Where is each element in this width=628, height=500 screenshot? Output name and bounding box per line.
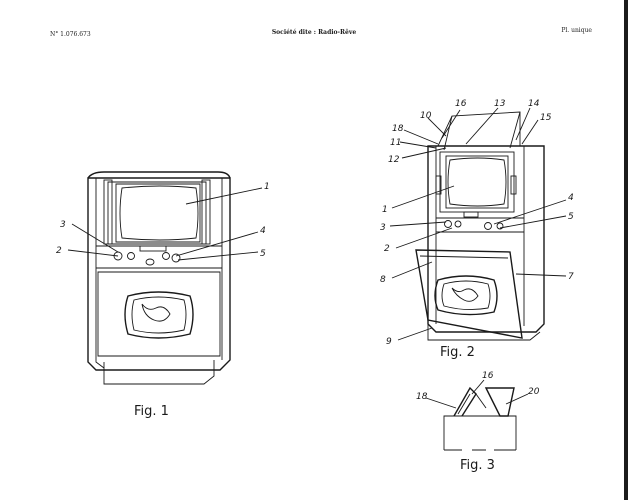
fig2-callout-5: 5 (568, 212, 574, 222)
fig1-callout-2: 2 (56, 246, 62, 256)
fig2-callout-8: 8 (380, 275, 386, 285)
fig2-drawing: 16 13 14 10 15 18 11 12 1 3 4 5 2 8 7 9 … (380, 99, 574, 360)
fig2-callout-2: 2 (384, 244, 390, 254)
fig2-callout-4: 4 (568, 193, 574, 203)
fig2-callout-14: 14 (528, 99, 540, 109)
fig2-callout-13: 13 (494, 99, 506, 109)
fig2-callout-7: 7 (568, 272, 574, 282)
fig3-callout-18: 18 (416, 392, 428, 402)
scan-edge (624, 0, 628, 500)
fig2-callout-18: 18 (392, 124, 404, 134)
fig2-callout-9: 9 (386, 337, 392, 347)
fig1-callout-1: 1 (264, 182, 270, 192)
fig2-callout-10: 10 (420, 111, 432, 121)
fig2-callout-16: 16 (455, 99, 467, 109)
fig3-callout-16: 16 (482, 371, 494, 381)
fig2-callout-3: 3 (380, 223, 386, 233)
fig2-callout-11: 11 (390, 138, 401, 148)
fig3-drawing: 16 20 18 Fig. 3 (416, 371, 540, 473)
plate-label: Pl. unique (561, 27, 592, 34)
fig1-callout-4: 4 (260, 226, 266, 236)
fig2-callout-15: 15 (540, 113, 552, 123)
fig1-callout-3: 3 (60, 220, 66, 230)
fig2-caption: Fig. 2 (440, 345, 475, 360)
fig2-callout-1: 1 (382, 205, 388, 215)
fig3-callout-20: 20 (528, 387, 540, 397)
fig3-caption: Fig. 3 (460, 458, 495, 473)
patent-number: N° 1.076.673 (50, 31, 91, 38)
fig1-callout-5: 5 (260, 249, 266, 259)
fig1-drawing: 1 3 2 4 5 Fig. 1 (56, 171, 270, 419)
company-name: Société dite : Radio-Rêve (271, 29, 357, 36)
fig1-caption: Fig. 1 (134, 404, 169, 419)
fig2-callout-12: 12 (388, 155, 400, 165)
